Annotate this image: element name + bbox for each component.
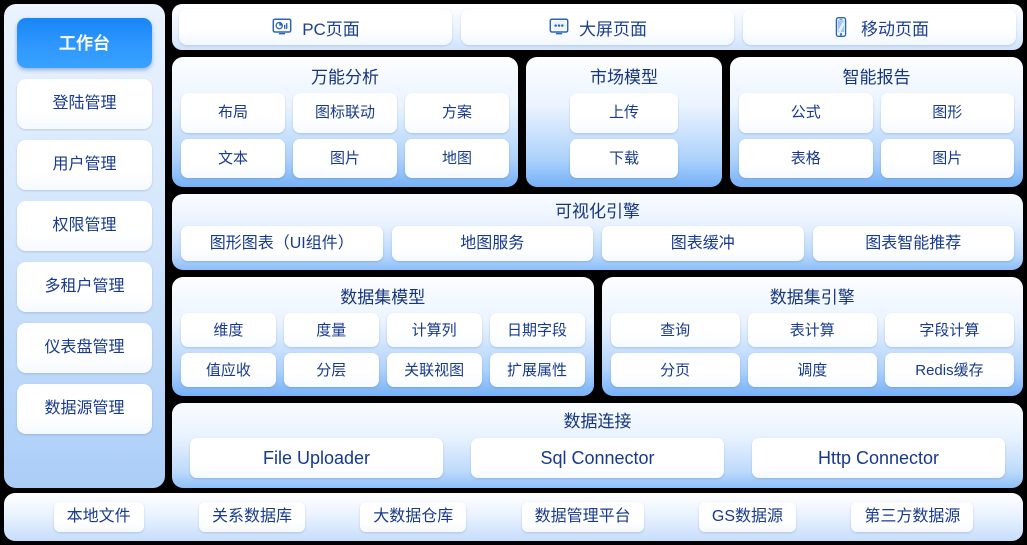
panel-dataset-engine: 数据集引擎 查询 表计算 字段计算 分页 调度 Redis缓存 [601,277,1023,396]
tab-mobile-page[interactable]: 移动页面 [743,9,1016,45]
sidebar-item-user-management[interactable]: 用户管理 [17,140,152,190]
panel-title: 市场模型 [590,68,658,87]
datasource-data-management-platform[interactable]: 数据管理平台 [521,502,644,532]
sidebar-item-label: 用户管理 [52,156,117,173]
panel-title: 数据集引擎 [769,288,855,307]
big-screen-icon [548,16,570,38]
datasource-local-file[interactable]: 本地文件 [53,502,144,532]
sidebar-item-workbench[interactable]: 工作台 [17,18,152,68]
panel-row: 布局 图标联动 方案 [181,93,509,133]
feature-upload[interactable]: 上传 [570,93,678,133]
panel-title: 智能报告 [842,68,911,87]
panel-row: 表格 图片 [739,138,1014,178]
visual-item-chart-recommendation[interactable]: 图表智能推荐 [812,226,1014,261]
tab-label: 移动页面 [861,19,929,39]
tab-label: PC页面 [302,19,360,39]
panel-dataset-model: 数据集模型 维度 度量 计算列 日期字段 值应收 分层 关联视图 扩展属性 [172,277,594,396]
dataset-item-hierarchy[interactable]: 分层 [283,353,379,387]
dataset-item-table-calculation[interactable]: 表计算 [747,313,877,347]
feature-table[interactable]: 表格 [739,138,873,178]
feature-layout[interactable]: 布局 [181,93,285,133]
panel-visualization-engine: 可视化引擎 图形图表（UI组件） 地图服务 图表缓冲 图表智能推荐 [172,194,1023,270]
dataset-item-query[interactable]: 查询 [610,313,740,347]
tab-pc-page[interactable]: PC页面 [179,9,452,45]
feature-formula[interactable]: 公式 [739,93,873,133]
panel-row: 值应收 分层 关联视图 扩展属性 [181,353,585,387]
sidebar-item-login-management[interactable]: 登陆管理 [17,79,152,129]
monitor-chart-icon [271,16,293,38]
dataset-item-measure[interactable]: 度量 [283,313,379,347]
feature-scheme[interactable]: 方案 [405,93,509,133]
panel-row: 维度 度量 计算列 日期字段 [181,313,585,347]
visual-item-ui-components[interactable]: 图形图表（UI组件） [181,226,383,261]
sidebar-item-datasource-management[interactable]: 数据源管理 [17,384,152,434]
dataset-item-scheduling[interactable]: 调度 [747,353,877,387]
feature-groups-row: 万能分析 布局 图标联动 方案 文本 图片 地图 市场模型 [172,57,1023,187]
dataset-item-dimension[interactable]: 维度 [181,313,276,347]
datasource-big-data-warehouse[interactable]: 大数据仓库 [360,502,467,532]
feature-picture[interactable]: 图片 [880,138,1014,178]
sidebar: 工作台 登陆管理 用户管理 权限管理 多租户管理 仪表盘管理 数据源管理 [4,4,165,488]
dataset-item-redis-cache[interactable]: Redis缓存 [884,353,1015,387]
panel-title: 数据集模型 [340,288,426,307]
sidebar-item-label: 多租户管理 [44,278,125,295]
feature-icon-linkage[interactable]: 图标联动 [293,93,397,133]
datasource-gs[interactable]: GS数据源 [698,502,797,532]
sidebar-item-label: 数据源管理 [44,400,125,417]
dataset-item-pagination[interactable]: 分页 [610,353,740,387]
panel-data-connection: 数据连接 File Uploader Sql Connector Http Co… [172,403,1023,488]
visual-item-chart-buffer[interactable]: 图表缓冲 [602,226,804,261]
datasource-bar: 本地文件 关系数据库 大数据仓库 数据管理平台 GS数据源 第三方数据源 [4,493,1023,541]
main-content: PC页面 大屏页面 [172,4,1023,488]
panel-title: 数据连接 [563,412,632,431]
panel-row: 查询 表计算 字段计算 [610,313,1015,347]
connector-sql[interactable]: Sql Connector [471,438,724,478]
panel-smart-report: 智能报告 公式 图形 表格 图片 [730,57,1023,187]
panel-universal-analysis: 万能分析 布局 图标联动 方案 文本 图片 地图 [172,57,518,187]
sidebar-item-label: 登陆管理 [52,95,117,112]
dataset-item-date-field[interactable]: 日期字段 [489,313,585,347]
panel-market-model: 市场模型 上传 下载 [526,57,722,187]
panel-title: 可视化引擎 [555,202,640,221]
dataset-item-extended-attributes[interactable]: 扩展属性 [489,353,585,387]
feature-graphic[interactable]: 图形 [880,93,1014,133]
datasource-relational-database[interactable]: 关系数据库 [198,502,305,532]
sidebar-item-dashboard-management[interactable]: 仪表盘管理 [17,323,152,373]
connector-http[interactable]: Http Connector [752,438,1005,478]
dataset-item-calculated-column[interactable]: 计算列 [386,313,482,347]
mobile-phone-icon [830,16,852,38]
dataset-item-related-view[interactable]: 关联视图 [386,353,482,387]
panel-title: 万能分析 [311,68,379,87]
feature-map[interactable]: 地图 [405,138,509,178]
dataset-item-value-receivable[interactable]: 值应收 [181,353,276,387]
page-type-tabs: PC页面 大屏页面 [172,4,1023,50]
feature-text[interactable]: 文本 [181,138,285,178]
visual-item-map-service[interactable]: 地图服务 [391,226,593,261]
sidebar-item-multi-tenant-management[interactable]: 多租户管理 [17,262,152,312]
connector-file-uploader[interactable]: File Uploader [190,438,443,478]
panel-row: 公式 图形 [739,93,1014,133]
sidebar-item-permission-management[interactable]: 权限管理 [17,201,152,251]
feature-download[interactable]: 下载 [570,138,678,178]
sidebar-item-label: 权限管理 [52,217,117,234]
sidebar-item-label: 仪表盘管理 [44,339,125,356]
panel-row: 分页 调度 Redis缓存 [610,353,1015,387]
datasource-third-party[interactable]: 第三方数据源 [851,502,974,532]
tab-big-screen-page[interactable]: 大屏页面 [461,9,734,45]
feature-image[interactable]: 图片 [293,138,397,178]
panel-row: 文本 图片 地图 [181,138,509,178]
dataset-row: 数据集模型 维度 度量 计算列 日期字段 值应收 分层 关联视图 扩展属性 [172,277,1023,396]
dataset-item-field-calculation[interactable]: 字段计算 [884,313,1015,347]
tab-label: 大屏页面 [579,19,647,39]
sidebar-item-label: 工作台 [59,33,110,53]
